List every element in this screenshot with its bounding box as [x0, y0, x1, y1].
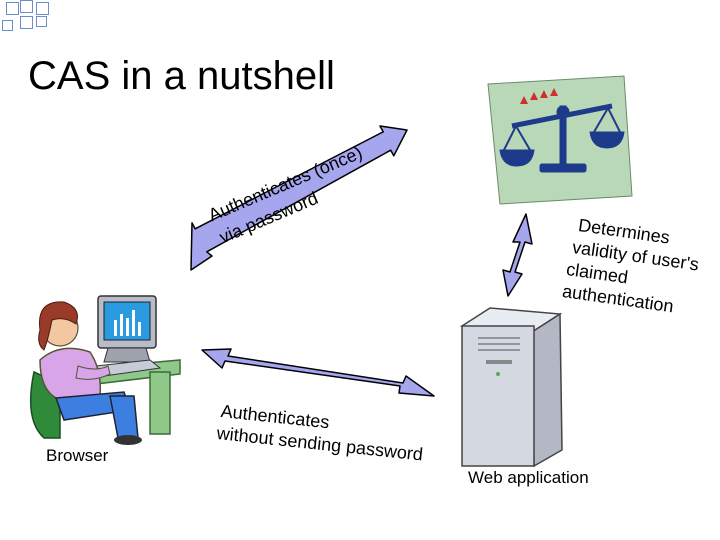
- server-tower-icon: [459, 307, 563, 468]
- arrow-cas-to-webapp: [502, 213, 533, 297]
- person-at-computer-icon: [29, 295, 181, 445]
- arrow-browser-to-webapp: [201, 348, 435, 397]
- arrow-browser-to-cas: [190, 125, 408, 271]
- scales-of-justice-icon: [487, 75, 633, 205]
- slide-title: CAS in a nutshell: [28, 54, 335, 98]
- browser-caption: Browser: [46, 446, 109, 465]
- web-application-caption: Web application: [468, 468, 589, 487]
